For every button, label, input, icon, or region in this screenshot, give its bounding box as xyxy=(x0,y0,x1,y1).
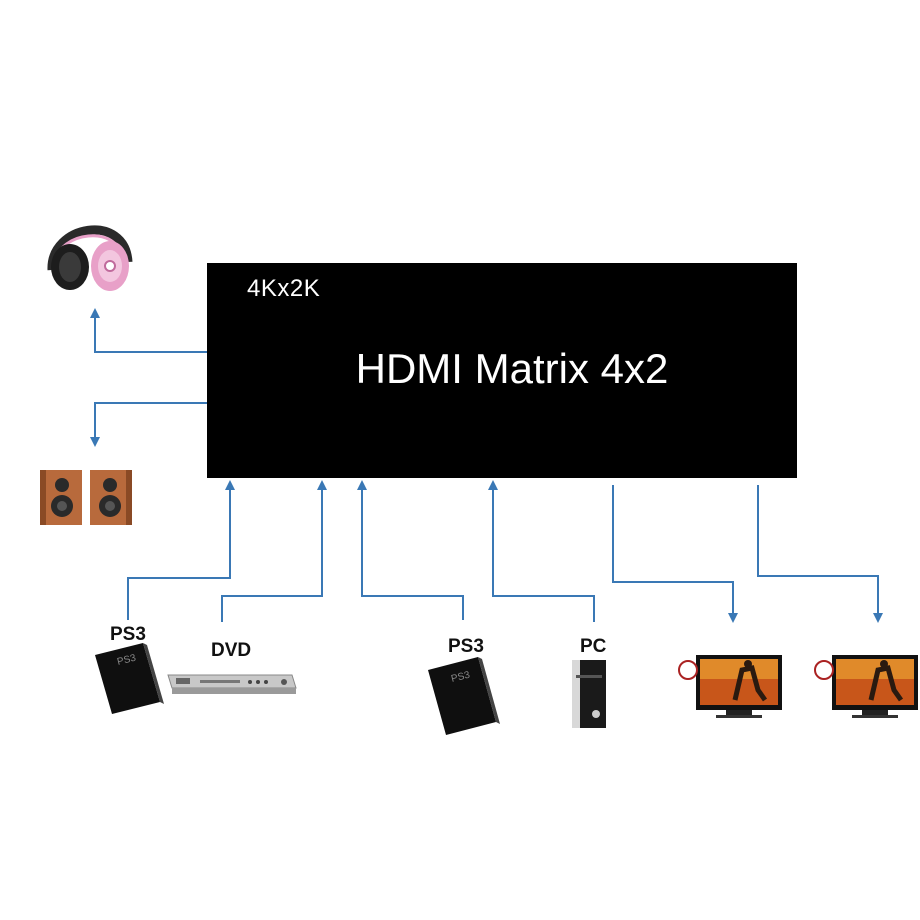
svg-text:PS3: PS3 xyxy=(450,670,471,685)
connector-speakers xyxy=(90,402,207,447)
svg-text:PS3: PS3 xyxy=(116,653,137,668)
source-label-ps3-2: PS3 xyxy=(448,636,484,657)
connector-dvd xyxy=(221,480,327,622)
dvd-player-icon xyxy=(167,674,297,694)
connector-headphones xyxy=(90,308,207,353)
source-label-dvd: DVD xyxy=(211,640,252,661)
tv-display-icon xyxy=(678,655,782,718)
pc-tower-icon xyxy=(572,660,606,728)
speakers-icon xyxy=(40,470,132,525)
connector-ps3-1 xyxy=(127,480,235,620)
connector-ps3-2 xyxy=(357,480,464,620)
source-label-pc: PC xyxy=(580,636,607,657)
connector-tv-1 xyxy=(612,485,738,623)
ps3-console-icon: PS3 xyxy=(428,657,500,735)
hdmi-matrix-device: 4Kx2K HDMI Matrix 4x2 xyxy=(207,263,797,478)
tv-display-icon xyxy=(814,655,918,718)
connector-tv-2 xyxy=(757,485,883,623)
connector-pc xyxy=(488,480,595,622)
headphones-icon xyxy=(47,225,133,291)
resolution-label: 4Kx2K xyxy=(247,275,321,302)
device-name-label: HDMI Matrix 4x2 xyxy=(355,345,669,392)
source-label-ps3-1: PS3 xyxy=(110,624,146,645)
ps3-console-icon: PS3 xyxy=(95,643,164,714)
